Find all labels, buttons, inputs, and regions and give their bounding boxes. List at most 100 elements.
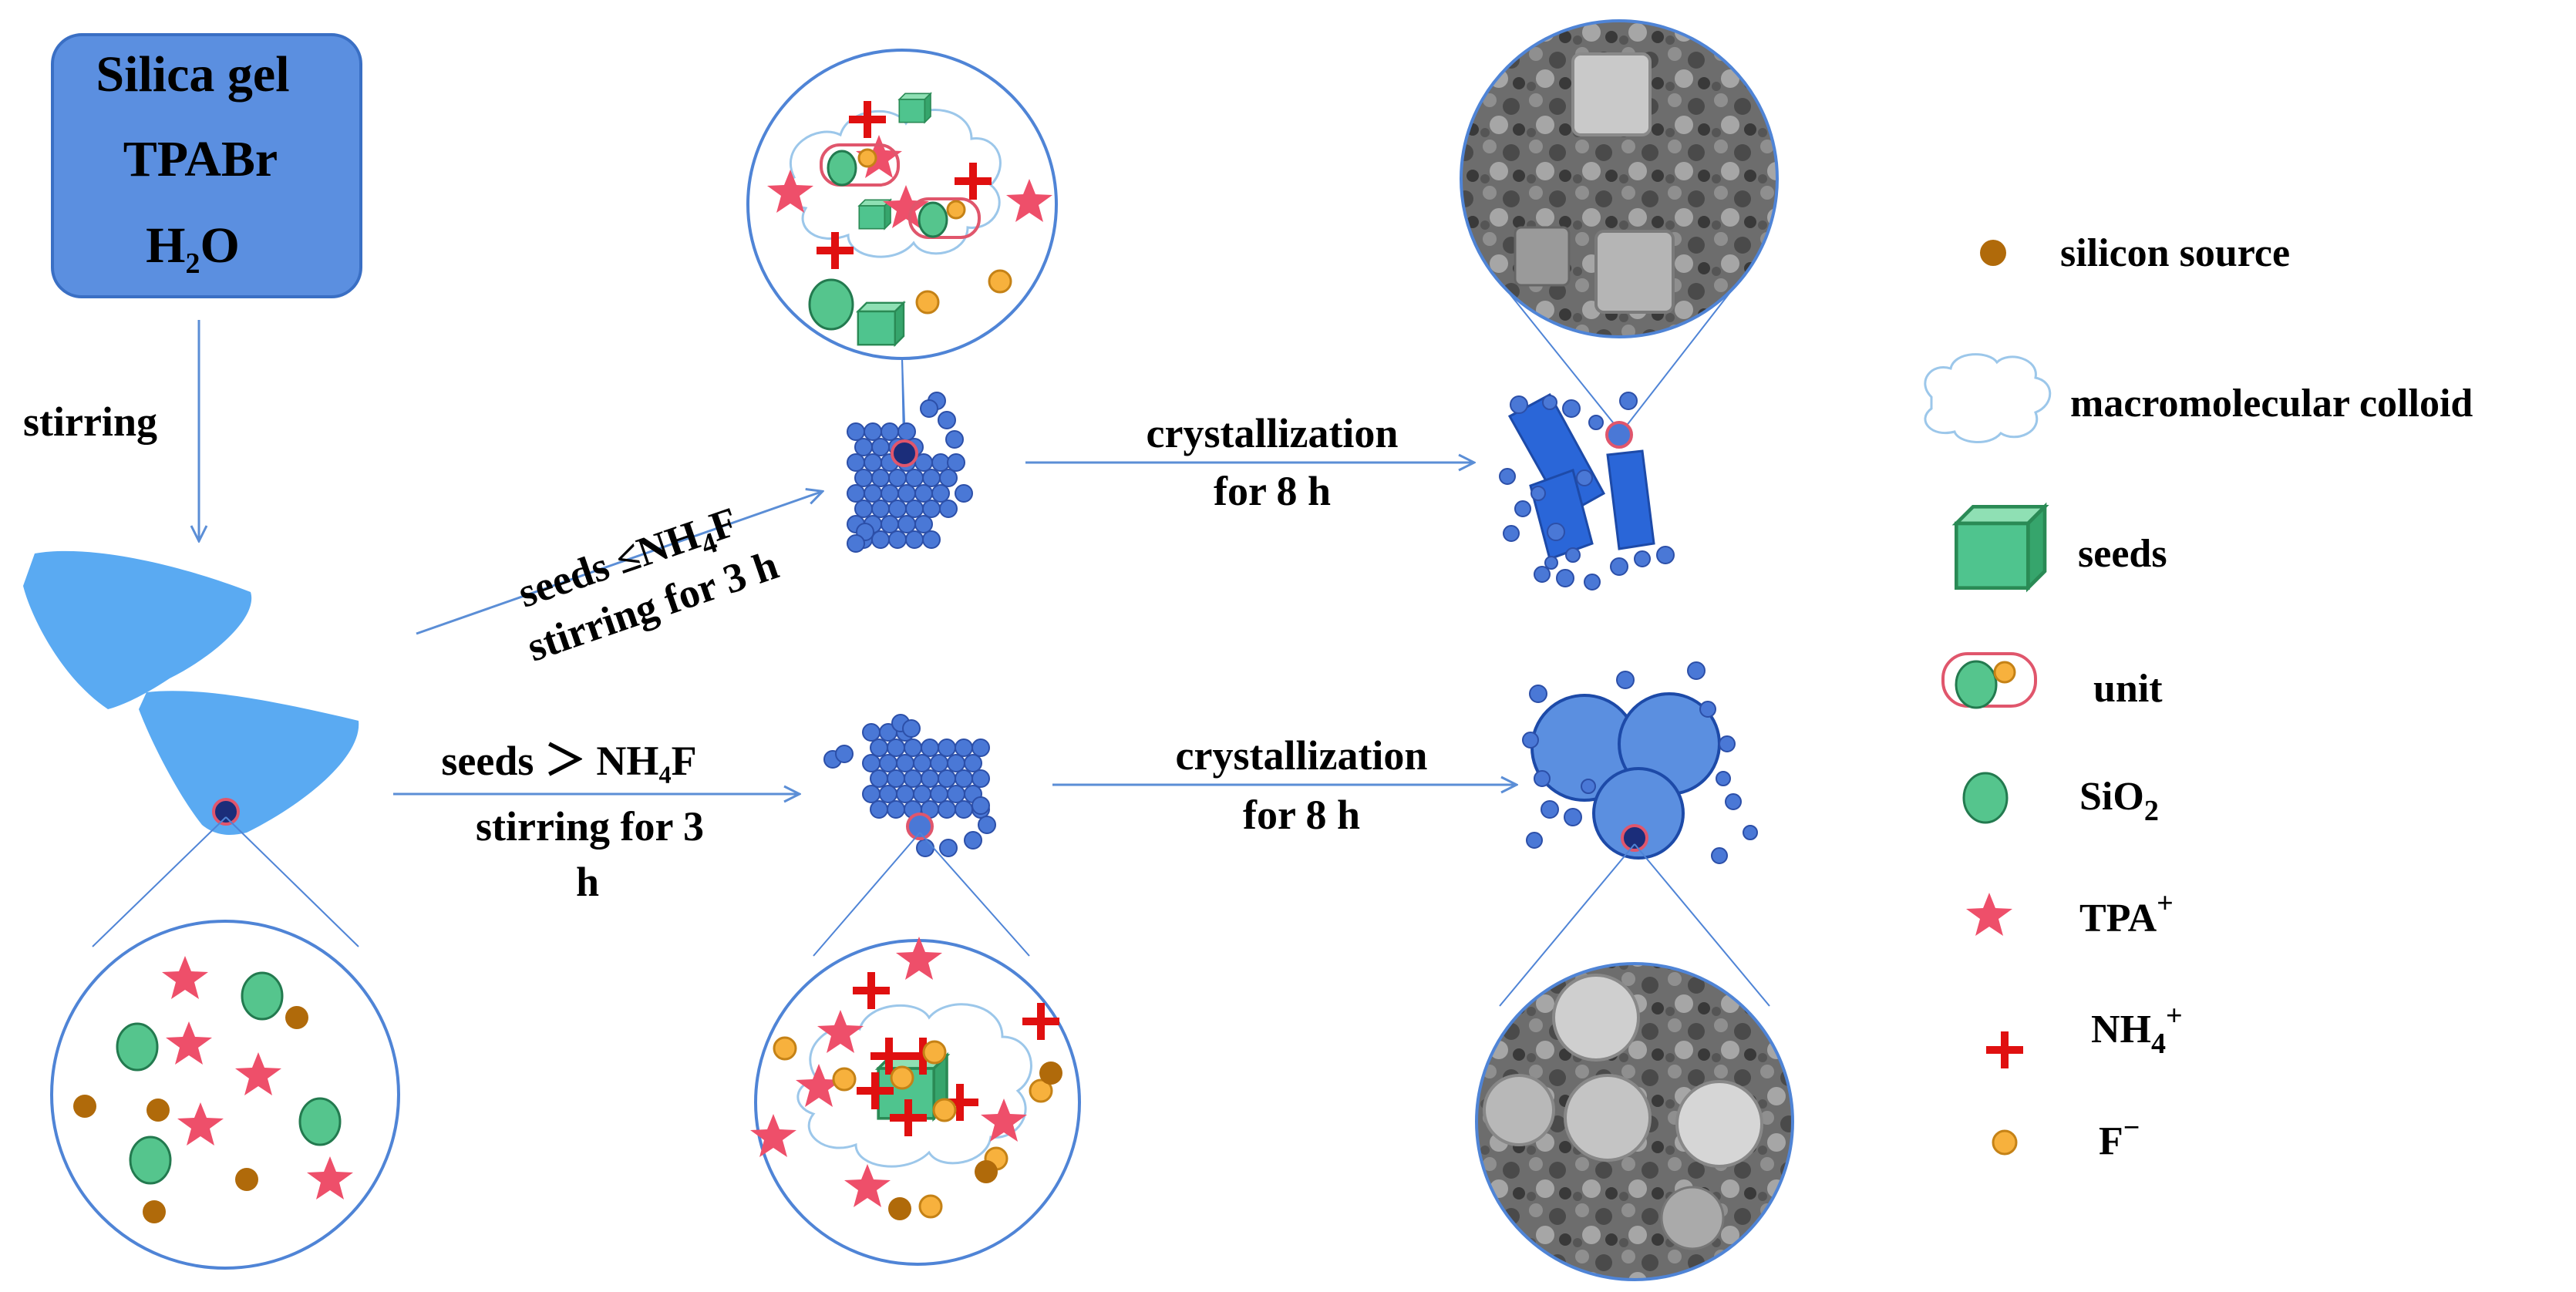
sio2-particle [298,1097,342,1146]
lower-sem-image [1475,962,1794,1281]
particle [1725,793,1742,810]
unit-outline [820,143,900,187]
particle [871,469,890,487]
lower-zoom-circle [750,937,1081,1266]
particle [871,438,890,456]
silicon-source-dot [285,1006,308,1029]
start-box-line2: TPABr [123,131,278,187]
spherical-crystal [1592,767,1685,860]
particle [881,484,899,503]
particle [879,785,897,803]
particle [938,800,956,819]
sio2-particle [116,1022,159,1072]
particle [835,745,854,763]
h2o-h: H [146,217,185,274]
silicon-source-dot [1039,1062,1062,1085]
particle [1547,523,1565,541]
particle [1522,732,1539,749]
sio2-particle [808,278,854,331]
particle [1514,500,1531,517]
seed-cube [858,199,891,230]
particle [905,530,924,549]
crystal-focus-dot [1605,421,1633,449]
fluoride-dot [832,1067,857,1092]
zoom-line [225,816,359,947]
sem-sphere [1552,974,1640,1062]
particle [854,469,873,487]
particle [902,719,921,738]
sem-crystal [1571,52,1652,136]
particle [881,515,899,533]
fluoride-dot [922,1040,947,1065]
particle [1529,685,1547,703]
legend-fluoride-label: F− [2099,1112,2140,1163]
gel-piece-upper [23,550,252,709]
particle [939,500,958,518]
particle [1584,574,1601,590]
zoom-line [1499,843,1635,1007]
upper-particle-cluster [847,392,973,553]
particle [1687,661,1706,680]
upper-crystal-result [1499,392,1675,590]
upper-sem-image [1460,19,1779,338]
legend-tpa-label: TPA+ [2079,887,2174,940]
particle [888,530,907,549]
particle [914,515,933,533]
particle [955,739,973,757]
particle [1534,770,1551,787]
particle [1544,556,1558,570]
particle [947,453,965,472]
particle [896,785,914,803]
particle [1588,415,1604,430]
particle [921,769,939,788]
sem-sphere [1564,1074,1652,1162]
lower-cryst-line1: crystallization [1176,732,1428,779]
zoom-line [1634,843,1770,1007]
cluster-focus-dot [906,813,934,840]
f-sup: − [2123,1112,2140,1144]
particle [1581,779,1596,794]
particle [1719,735,1736,752]
h2o-sub: 2 [186,247,200,280]
particle [847,422,865,441]
particle [978,816,996,834]
upper-condition-arrow [416,492,821,635]
particle [1565,547,1581,563]
gel-focus-dot [212,798,240,826]
nh4-main: NH [2091,1008,2151,1051]
sio2-main: SiO [2079,775,2144,819]
silicon-source-dot [146,1099,170,1122]
particle [971,769,990,788]
particle [1542,395,1557,410]
sem-sphere [1675,1080,1763,1168]
h2o-o: O [200,217,240,274]
particle [1656,546,1675,564]
legend-silicon-source-label: silicon source [2060,231,2290,275]
particle [904,739,922,757]
fluoride-dot [988,269,1012,294]
unit-sio2 [827,150,857,187]
legend-silicon-source-icon [1980,240,2006,266]
gel-zoom-circle [50,920,400,1270]
particle [847,453,865,472]
legend-unit-label: unit [2093,667,2163,711]
fluoride-dot [918,1194,943,1219]
particle [938,739,956,757]
particle [854,438,873,456]
particle [938,411,956,429]
particle [888,469,907,487]
legend-seeds-label: seeds [2078,532,2167,576]
particle [1534,566,1551,583]
legend-tpa-icon [1966,893,2012,936]
particle [1634,550,1651,567]
particle [1616,671,1635,689]
sio2-particle [129,1136,172,1185]
zoom-line [813,832,921,957]
legend: silicon source macromolecular colloid se… [1924,231,2473,1163]
legend-nh4-icon [1986,1031,2023,1068]
fluoride-dot [915,290,940,315]
particle [1711,847,1728,864]
particle [897,422,916,441]
particle [862,785,881,803]
f-main: F [2099,1119,2123,1163]
